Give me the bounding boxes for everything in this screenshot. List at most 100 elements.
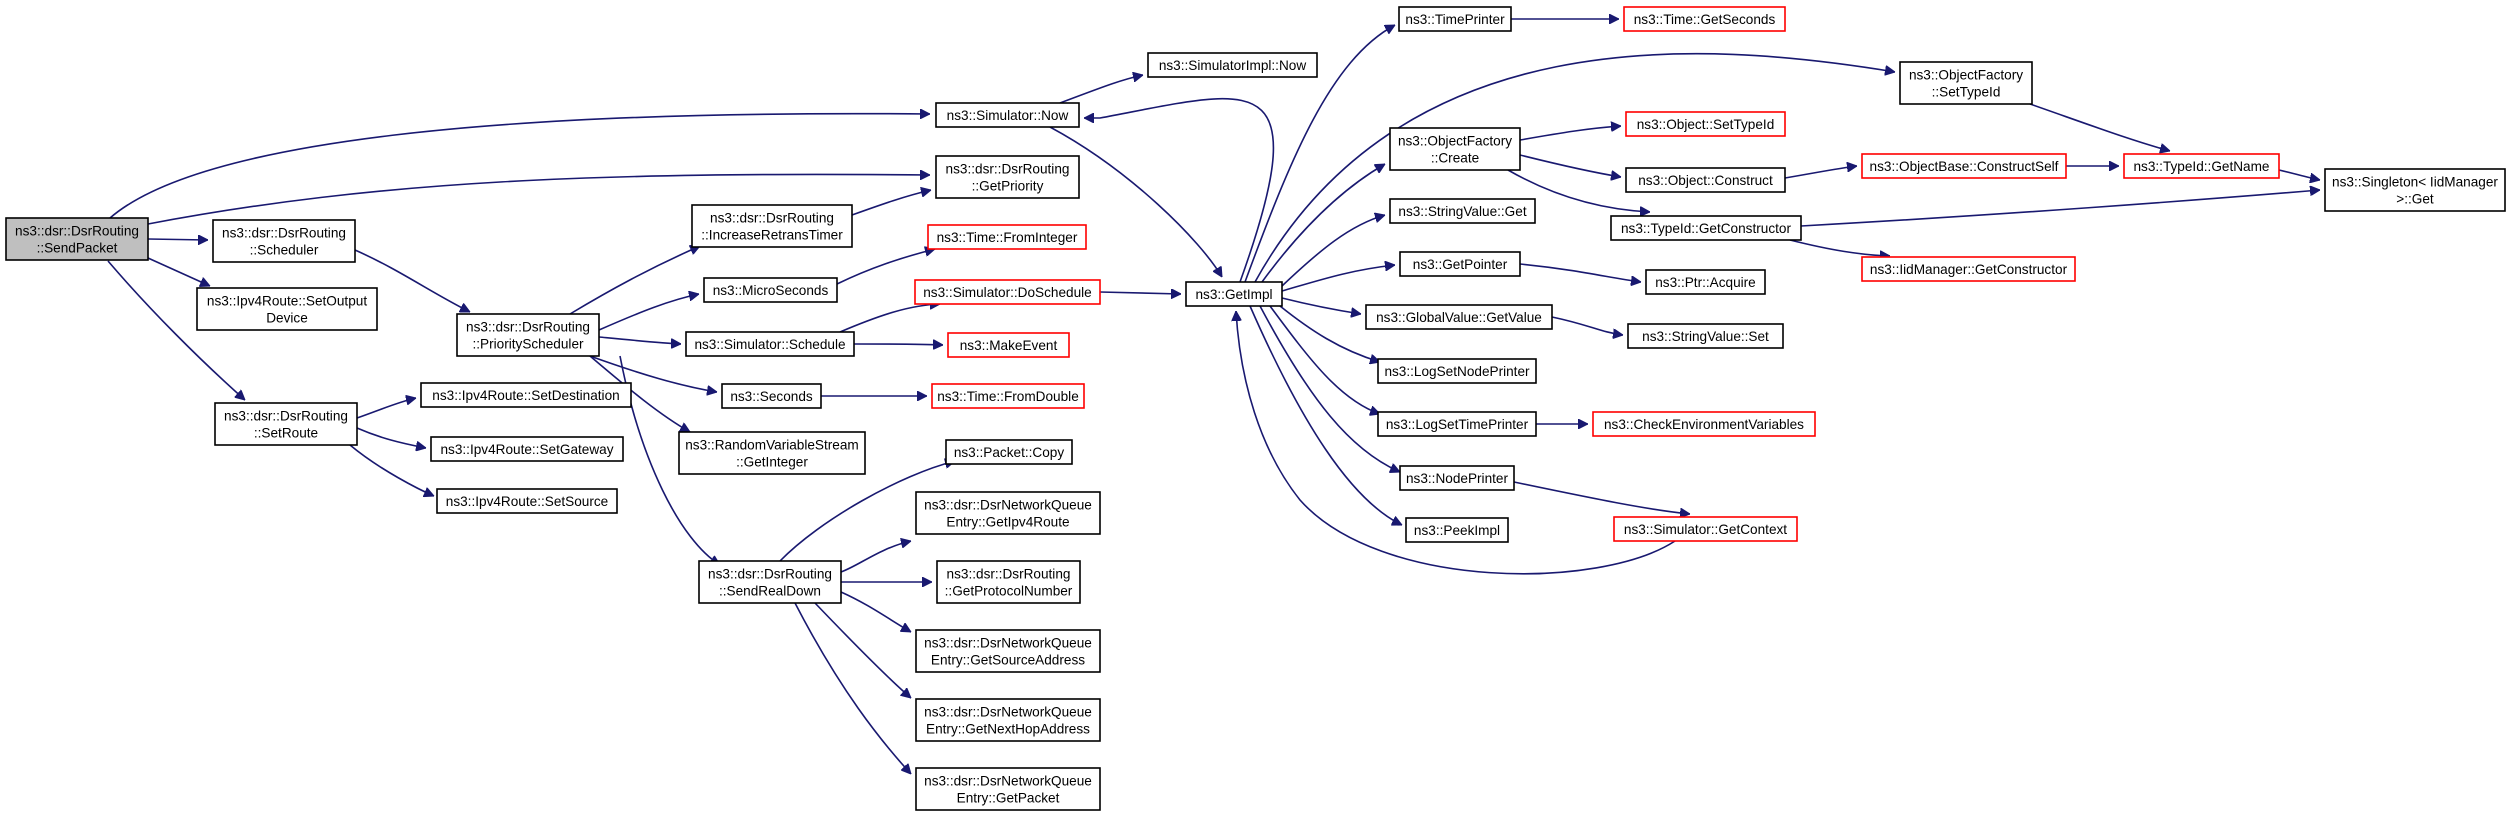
node-box <box>1377 358 1537 384</box>
call-arrow <box>1281 215 1385 287</box>
call-arrow <box>569 246 700 315</box>
node-label: Device <box>266 311 308 326</box>
function-node-iidgetconstructor[interactable]: ns3::IidManager::GetConstructor <box>1861 256 2076 282</box>
function-node-objfactorycreate[interactable]: ns3::ObjectFactory::Create <box>1389 127 1521 171</box>
function-node-simgetcontext[interactable]: ns3::Simulator::GetContext <box>1613 516 1798 542</box>
function-node-microseconds[interactable]: ns3::MicroSeconds <box>703 277 838 303</box>
node-label: ns3::Ipv4Route::SetDestination <box>432 388 619 403</box>
function-node-typeidgetname[interactable]: ns3::TypeId::GetName <box>2123 153 2280 179</box>
function-node-objsettypeid[interactable]: ns3::Object::SetTypeId <box>1625 111 1786 137</box>
function-node-checkenv[interactable]: ns3::CheckEnvironmentVariables <box>1592 411 1816 437</box>
function-node-timefromdouble[interactable]: ns3::Time::FromDouble <box>931 383 1085 409</box>
node-label: ns3::PeekImpl <box>1414 523 1500 538</box>
function-node-getipv4route[interactable]: ns3::dsr::DsrNetworkQueueEntry::GetIpv4R… <box>915 491 1101 535</box>
node-label: ns3::dsr::DsrNetworkQueue <box>924 498 1092 513</box>
function-node-stringvalueset[interactable]: ns3::StringValue::Set <box>1627 323 1784 349</box>
function-node-singletonget[interactable]: ns3::Singleton< IidManager >::Get <box>2324 168 2506 212</box>
node-label: ns3::dsr::DsrRouting <box>222 226 346 241</box>
function-node-sendpacket[interactable]: ns3::dsr::DsrRouting::SendPacket <box>5 217 149 261</box>
call-edge-getpointer-to-ptracquire <box>1519 263 1641 282</box>
function-node-setsource[interactable]: ns3::Ipv4Route::SetSource <box>436 488 618 514</box>
function-node-logsetnodeprinter[interactable]: ns3::LogSetNodePrinter <box>1377 358 1537 384</box>
function-node-doschedule[interactable]: ns3::Simulator::DoSchedule <box>914 279 1101 305</box>
node-label: ns3::Object::Construct <box>1638 173 1773 188</box>
function-node-logsettimeprinter[interactable]: ns3::LogSetTimePrinter <box>1377 411 1537 437</box>
node-label: ns3::RandomVariableStream <box>685 438 859 453</box>
call-edge-getimpl-to-objfactorycreate <box>1261 163 1385 283</box>
node-label: ::IncreaseRetransTimer <box>701 228 843 243</box>
call-edge-sendrealdown-to-getpacket <box>794 602 911 774</box>
function-node-sendrealdown[interactable]: ns3::dsr::DsrRouting::SendRealDown <box>698 560 842 604</box>
node-box <box>1377 411 1537 437</box>
function-node-increaseretrans[interactable]: ns3::dsr::DsrRouting::IncreaseRetransTim… <box>691 204 853 248</box>
function-node-getpacket[interactable]: ns3::dsr::DsrNetworkQueueEntry::GetPacke… <box>915 767 1101 811</box>
node-box <box>721 383 822 409</box>
function-node-timegetseconds[interactable]: ns3::Time::GetSeconds <box>1623 6 1786 32</box>
call-edge-setroute-to-setsource <box>349 444 434 496</box>
function-node-simnow[interactable]: ns3::Simulator::Now <box>935 102 1080 128</box>
function-node-packetcopy[interactable]: ns3::Packet::Copy <box>945 439 1073 465</box>
node-label: ns3::StringValue::Get <box>1398 204 1526 219</box>
function-node-randomgetinteger[interactable]: ns3::RandomVariableStream::GetInteger <box>678 431 866 475</box>
function-node-objconstruct[interactable]: ns3::Object::Construct <box>1625 167 1786 193</box>
node-box <box>678 431 866 475</box>
call-arrow <box>109 114 930 219</box>
call-arrow <box>1049 126 1223 277</box>
function-node-timeprinter[interactable]: ns3::TimePrinter <box>1398 6 1512 32</box>
call-edge-priorityscheduler-to-schedule <box>598 336 681 344</box>
function-node-getnexthop[interactable]: ns3::dsr::DsrNetworkQueueEntry::GetNextH… <box>915 698 1101 742</box>
call-arrow <box>840 591 911 633</box>
call-edge-getimpl-to-simnow <box>1084 98 1275 283</box>
function-node-peekimpl[interactable]: ns3::PeekImpl <box>1405 517 1509 543</box>
function-node-seconds[interactable]: ns3::Seconds <box>721 383 822 409</box>
call-arrow <box>589 355 717 392</box>
node-box <box>436 488 618 514</box>
function-node-setdestination[interactable]: ns3::Ipv4Route::SetDestination <box>420 382 632 408</box>
function-node-getsourceaddress[interactable]: ns3::dsr::DsrNetworkQueueEntry::GetSourc… <box>915 629 1101 673</box>
function-node-typeidgetconstructor[interactable]: ns3::TypeId::GetConstructor <box>1610 215 1802 241</box>
node-label: ns3::Ipv4Route::SetOutput <box>207 294 367 309</box>
node-label: ns3::IidManager::GetConstructor <box>1870 262 2068 277</box>
function-node-setroute[interactable]: ns3::dsr::DsrRouting::SetRoute <box>214 402 358 446</box>
function-node-objfactorysettypeid[interactable]: ns3::ObjectFactory::SetTypeId <box>1899 61 2033 105</box>
node-label: ns3::SimulatorImpl::Now <box>1159 58 1306 73</box>
function-node-timefrominteger[interactable]: ns3::Time::FromInteger <box>927 224 1087 250</box>
call-edge-getimpl-to-globalgetvalue <box>1281 297 1361 314</box>
function-node-stringvalueget[interactable]: ns3::StringValue::Get <box>1389 198 1536 224</box>
node-label: ::SetRoute <box>254 426 318 441</box>
function-node-scheduler[interactable]: ns3::dsr::DsrRouting::Scheduler <box>212 219 356 263</box>
node-label: ns3::TimePrinter <box>1405 12 1505 27</box>
call-arrow <box>839 304 940 333</box>
call-edge-sendpacket-to-setoutputdevice <box>147 257 210 286</box>
function-node-nodeprinter[interactable]: ns3::NodePrinter <box>1399 465 1515 491</box>
call-edge-getimpl-to-logsettimeprinter <box>1269 305 1380 414</box>
node-box <box>1625 167 1786 193</box>
function-node-schedule[interactable]: ns3::Simulator::Schedule <box>685 331 855 357</box>
node-box <box>1592 411 1816 437</box>
node-box <box>914 279 1101 305</box>
node-box <box>1185 281 1283 307</box>
function-node-getpriority[interactable]: ns3::dsr::DsrRouting::GetPriority <box>935 155 1080 199</box>
call-arrow <box>1281 297 1361 314</box>
function-node-simimplnow[interactable]: ns3::SimulatorImpl::Now <box>1147 52 1318 78</box>
function-node-ptracquire[interactable]: ns3::Ptr::Acquire <box>1645 269 1766 295</box>
call-edge-typeidgetname-to-singletonget <box>2278 169 2320 180</box>
call-arrow <box>356 398 416 419</box>
function-node-globalgetvalue[interactable]: ns3::GlobalValue::GetValue <box>1365 304 1553 330</box>
call-arrow <box>147 174 930 225</box>
call-arrow <box>1519 263 1641 282</box>
call-arrow <box>1800 190 2320 227</box>
call-edge-getimpl-to-objfactorysettypeid <box>1254 52 1895 283</box>
function-node-makeevent[interactable]: ns3::MakeEvent <box>947 332 1070 358</box>
node-label: ns3::Ipv4Route::SetGateway <box>440 442 613 457</box>
function-node-priorityscheduler[interactable]: ns3::dsr::DsrRouting::PriorityScheduler <box>456 313 600 357</box>
node-box <box>2123 153 2280 179</box>
function-node-getprotocolnumber[interactable]: ns3::dsr::DsrRouting::GetProtocolNumber <box>936 560 1081 604</box>
function-node-constructself[interactable]: ns3::ObjectBase::ConstructSelf <box>1861 153 2067 179</box>
function-node-getimpl[interactable]: ns3::GetImpl <box>1185 281 1283 307</box>
function-node-setgateway[interactable]: ns3::Ipv4Route::SetGateway <box>430 436 624 462</box>
node-label: ns3::MakeEvent <box>960 338 1058 353</box>
node-box <box>935 155 1080 199</box>
function-node-getpointer[interactable]: ns3::GetPointer <box>1399 251 1521 277</box>
